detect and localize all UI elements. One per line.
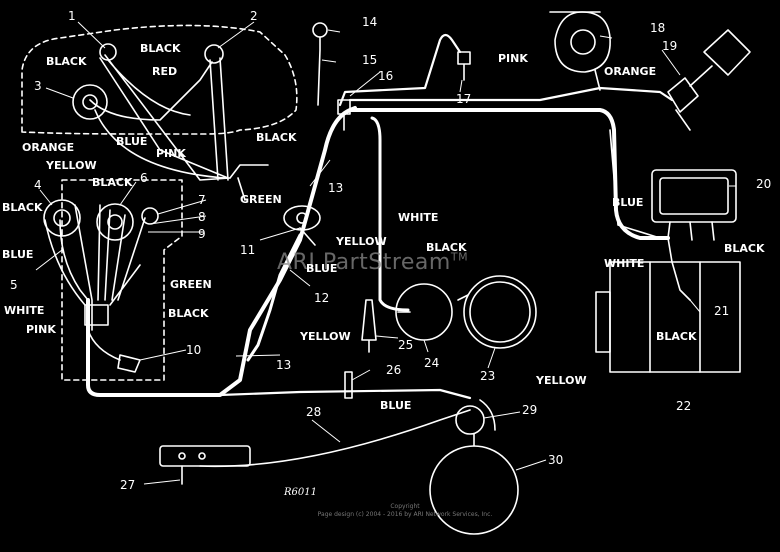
wire-label: WHITE — [604, 257, 645, 270]
wire-label: WHITE — [4, 304, 45, 317]
callout-7: 7 — [198, 193, 206, 207]
wire-label: YELLOW — [536, 374, 587, 387]
harness-lower — [218, 388, 472, 400]
wire-label: BLACK — [46, 55, 87, 68]
callout-5: 5 — [10, 278, 18, 292]
wire-label: PINK — [26, 323, 56, 336]
callout-18: 18 — [650, 21, 666, 35]
wire-label: YELLOW — [46, 159, 97, 172]
callout-9: 9 — [198, 227, 206, 241]
callout-12: 12 — [314, 291, 330, 305]
wire-label: BLACK — [724, 242, 765, 255]
callout-27: 27 — [120, 478, 136, 492]
harness-top — [338, 33, 462, 107]
wire-label: BLACK — [140, 42, 181, 55]
callout-26: 26 — [386, 363, 402, 377]
callout-23: 23 — [480, 369, 496, 383]
wire-label: RED — [152, 65, 178, 78]
wire-label: BLACK — [656, 330, 697, 343]
fuse-17 — [457, 51, 471, 81]
callout-10: 10 — [186, 343, 202, 357]
harness-to-24 — [370, 116, 410, 312]
harness-down-21 — [667, 237, 691, 301]
wire-label: ORANGE — [604, 65, 657, 78]
wire-label: ORANGE — [22, 141, 75, 154]
callout-1: 1 — [68, 9, 76, 23]
wire-label: BLUE — [2, 248, 34, 261]
callout-14: 14 — [362, 15, 378, 29]
plug-25 — [361, 299, 377, 353]
wire-label: BLUE — [612, 196, 644, 209]
wire-label: PINK — [498, 52, 528, 65]
wire-label: BLACK — [426, 241, 467, 254]
regulator-20 — [651, 169, 737, 223]
harness-to-20 — [609, 129, 661, 239]
callout-8: 8 — [198, 210, 206, 224]
callout-2: 2 — [250, 9, 258, 23]
callout-16: 16 — [378, 69, 394, 83]
callout-13b: 13 — [276, 358, 292, 372]
wire-label: BLACK — [92, 176, 133, 189]
copyright: Copyright Page design (c) 2004 - 2016 by… — [317, 503, 493, 518]
fitting-29 — [455, 405, 485, 435]
wire-label: BLACK — [256, 131, 297, 144]
wire-label: BLUE — [306, 262, 338, 275]
callout-24: 24 — [424, 356, 440, 370]
callout-19: 19 — [662, 39, 678, 53]
switch-19 — [667, 29, 751, 113]
callout-11: 11 — [240, 243, 256, 257]
wire-28 — [199, 409, 471, 468]
wire-label: YELLOW — [336, 235, 387, 248]
light-23 — [463, 275, 537, 349]
control-panel-outline — [61, 179, 183, 381]
taillight-30 — [429, 445, 519, 535]
callout-29: 29 — [522, 403, 538, 417]
callout-28: 28 — [306, 405, 322, 419]
wire-label: BLACK — [168, 307, 209, 320]
wire-label: PINK — [156, 147, 186, 160]
clamp-block — [84, 304, 109, 326]
watermark: ARI PartStreamTM — [277, 250, 469, 275]
callout-20: 20 — [756, 177, 772, 191]
callout-21: 21 — [714, 304, 730, 318]
harness-branch-12 — [246, 233, 302, 362]
callout-25: 25 — [398, 338, 414, 352]
connector-26 — [344, 371, 353, 399]
callout-30: 30 — [548, 453, 564, 467]
component-6-gauge — [96, 203, 134, 241]
callout-6: 6 — [140, 171, 148, 185]
wire-label: GREEN — [170, 278, 212, 291]
component-14 — [312, 22, 328, 38]
dashboard-outline — [21, 24, 298, 135]
wire-label: GREEN — [240, 193, 282, 206]
callout-17: 17 — [456, 92, 472, 106]
horn-18 — [554, 11, 611, 73]
wire-label: YELLOW — [300, 330, 351, 343]
callout-22: 22 — [676, 399, 692, 413]
wire-label: BLACK — [2, 201, 43, 214]
wire-label: BLUE — [116, 135, 148, 148]
callout-4: 4 — [34, 178, 42, 192]
callout-13a: 13 — [328, 181, 344, 195]
drawing-ref: R6011 — [284, 487, 317, 498]
callout-3: 3 — [34, 79, 42, 93]
component-4-gauge — [43, 199, 81, 237]
main-harness — [86, 106, 670, 397]
callout-15: 15 — [362, 53, 378, 67]
component-1 — [99, 43, 117, 61]
wire-label: WHITE — [398, 211, 439, 224]
component-2 — [204, 44, 224, 64]
component-7-lamp — [141, 207, 159, 225]
component-3-gauge — [72, 84, 108, 120]
wire-label: BLUE — [380, 399, 412, 412]
